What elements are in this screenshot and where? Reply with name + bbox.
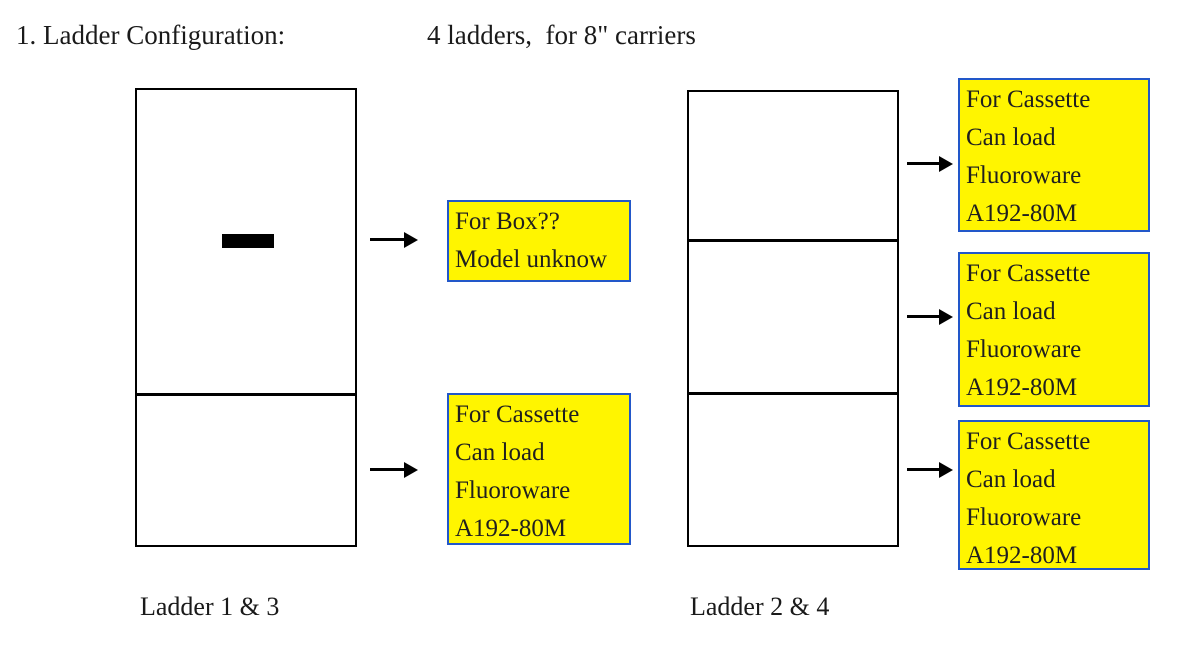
annotation-box-cassette: For Cassette Can load Fluoroware A192-80… bbox=[958, 252, 1150, 407]
annotation-box-cassette: For Cassette Can load Fluoroware A192-80… bbox=[958, 420, 1150, 570]
annotation-line: Can load bbox=[966, 124, 1056, 151]
annotation-line: For Cassette bbox=[966, 260, 1091, 287]
ladder-2-4-divider-1 bbox=[689, 239, 897, 242]
annotation-line: For Cassette bbox=[966, 428, 1091, 455]
annotation-line: For Cassette bbox=[455, 401, 580, 428]
annotation-line: Fluoroware bbox=[966, 336, 1082, 363]
arrow-right-icon bbox=[907, 162, 939, 165]
ladder-1-3-outline bbox=[135, 88, 357, 547]
annotation-line: Can load bbox=[966, 466, 1056, 493]
arrow-right-icon bbox=[907, 315, 939, 318]
annotation-line: Fluoroware bbox=[966, 162, 1082, 189]
ladder-1-3-divider bbox=[137, 393, 355, 396]
ladder-1-3-slot-bar bbox=[222, 234, 274, 248]
annotation-box-for-box: For Box?? Model unknow bbox=[447, 200, 631, 282]
annotation-box-cassette: For Cassette Can load Fluoroware A192-80… bbox=[447, 393, 631, 545]
ladder-2-4-label: Ladder 2 & 4 bbox=[690, 592, 830, 621]
annotation-line: Fluoroware bbox=[455, 477, 571, 504]
ladder-1-3-label: Ladder 1 & 3 bbox=[140, 592, 280, 621]
annotation-line: A192-80M bbox=[455, 515, 567, 542]
annotation-line: A192-80M bbox=[966, 200, 1078, 227]
annotation-box-cassette: For Cassette Can load Fluoroware A192-80… bbox=[958, 78, 1150, 232]
page-subtitle: 4 ladders, for 8" carriers bbox=[427, 20, 696, 50]
annotation-line: A192-80M bbox=[966, 374, 1078, 401]
ladder-2-4-divider-2 bbox=[689, 392, 897, 395]
ladder-2-4-outline bbox=[687, 90, 899, 547]
annotation-line: For Box?? bbox=[455, 208, 560, 235]
annotation-line: Can load bbox=[455, 439, 545, 466]
arrow-right-icon bbox=[370, 468, 404, 471]
annotation-line: Model unknow bbox=[455, 246, 608, 273]
annotation-line: A192-80M bbox=[966, 542, 1078, 569]
page-title: 1. Ladder Configuration: bbox=[16, 20, 286, 50]
annotation-line: Fluoroware bbox=[966, 504, 1082, 531]
annotation-line: For Cassette bbox=[966, 86, 1091, 113]
annotation-line: Can load bbox=[966, 298, 1056, 325]
arrow-right-icon bbox=[907, 468, 939, 471]
arrow-right-icon bbox=[370, 238, 404, 241]
